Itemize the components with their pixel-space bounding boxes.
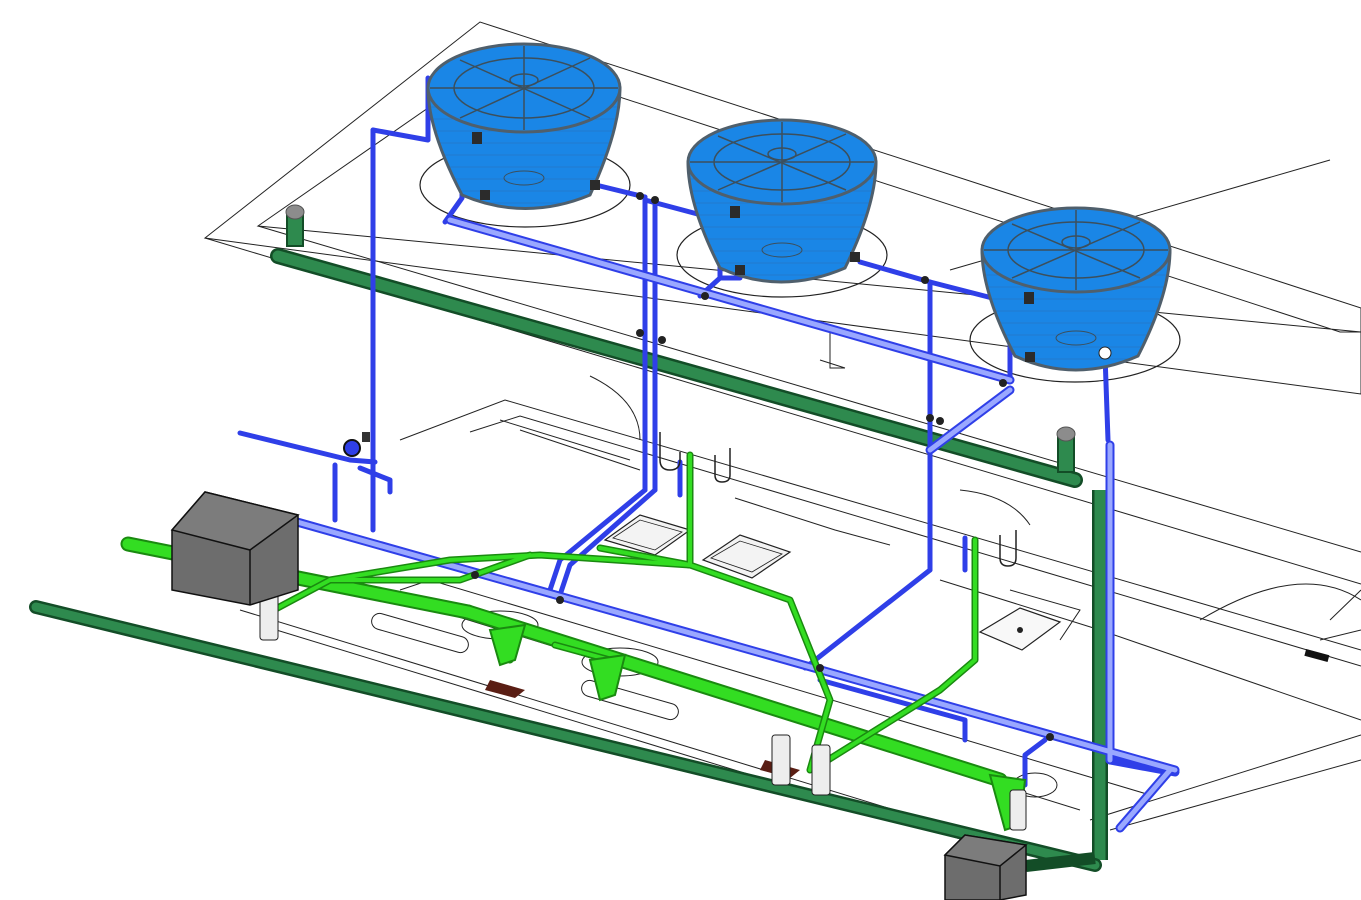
sink-traps: [659, 432, 1017, 567]
tank-valves: [472, 132, 1112, 362]
inspection-box-icon: [170, 491, 300, 606]
water-tank-icon: [980, 206, 1172, 372]
water-tank-icon: [686, 118, 878, 284]
pipe-fittings: [471, 192, 1054, 741]
shower-area: [371, 610, 1058, 798]
sink-icon: [701, 534, 792, 579]
water-meter-icon: [343, 432, 370, 457]
vertical-drains: [259, 589, 1027, 831]
inspection-box-icon: [943, 834, 1028, 900]
water-tank-icon: [426, 42, 622, 210]
vent-cap-icon: [285, 204, 1076, 473]
floor-drain-icon: [978, 607, 1062, 651]
sink-icon: [603, 514, 692, 556]
door-mark: [1304, 648, 1330, 662]
